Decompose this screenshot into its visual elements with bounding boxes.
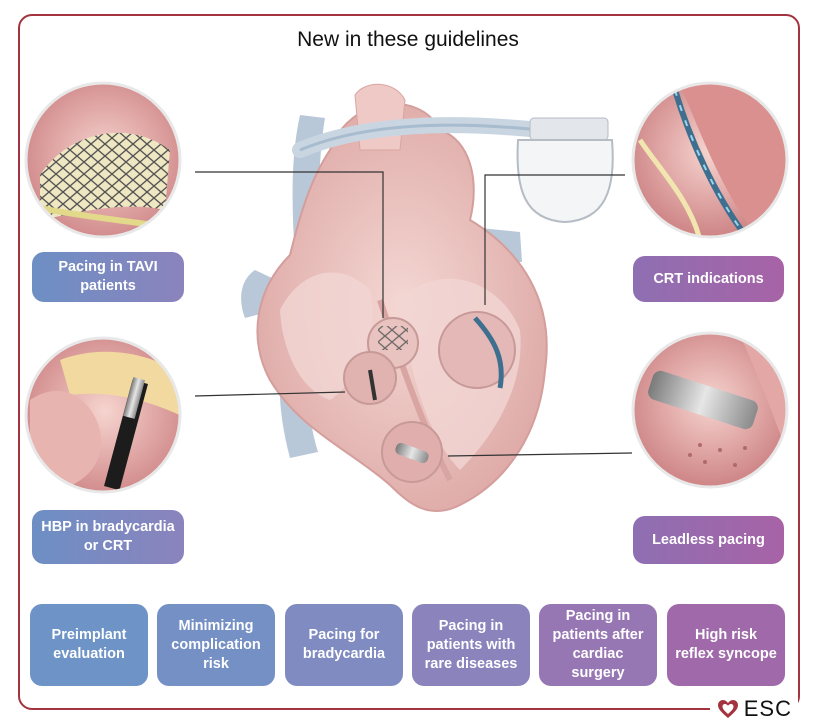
label-crt-indications: CRT indications	[633, 256, 784, 302]
label-pacing-for-bradycardia: Pacing for bradycardia	[285, 604, 403, 686]
figure-title: New in these guidelines	[297, 28, 519, 51]
figure-frame	[18, 14, 800, 710]
label-pacing-after-cardiac-surgery: Pacing in patients after cardiac surgery	[539, 604, 657, 686]
tavi-magnified-circle	[26, 83, 180, 237]
connector-lines	[194, 171, 633, 457]
leadless-magnified-circle	[633, 333, 787, 487]
hbp-magnified-circle	[26, 338, 180, 492]
label-leadless-pacing: Leadless pacing	[633, 516, 784, 564]
pacemaker-device	[292, 117, 614, 224]
label-hbp-bradycardia-crt: HBP in bradycardia or CRT	[32, 510, 184, 564]
esc-logo: ESC	[709, 696, 798, 722]
label-pacing-rare-diseases: Pacing in patients with rare diseases	[412, 604, 530, 686]
esc-logo-text: ESC	[743, 696, 792, 721]
label-minimizing-complication-risk: Minimizing complication risk	[157, 604, 275, 686]
label-preimplant-evaluation: Preimplant evaluation	[30, 604, 148, 686]
heart-logo-icon	[717, 700, 738, 718]
heart-callouts	[343, 311, 516, 483]
label-high-risk-reflex-syncope: High risk reflex syncope	[667, 604, 785, 686]
label-pacing-in-tavi: Pacing in TAVI patients	[32, 252, 184, 302]
crt-magnified-circle	[633, 83, 787, 237]
